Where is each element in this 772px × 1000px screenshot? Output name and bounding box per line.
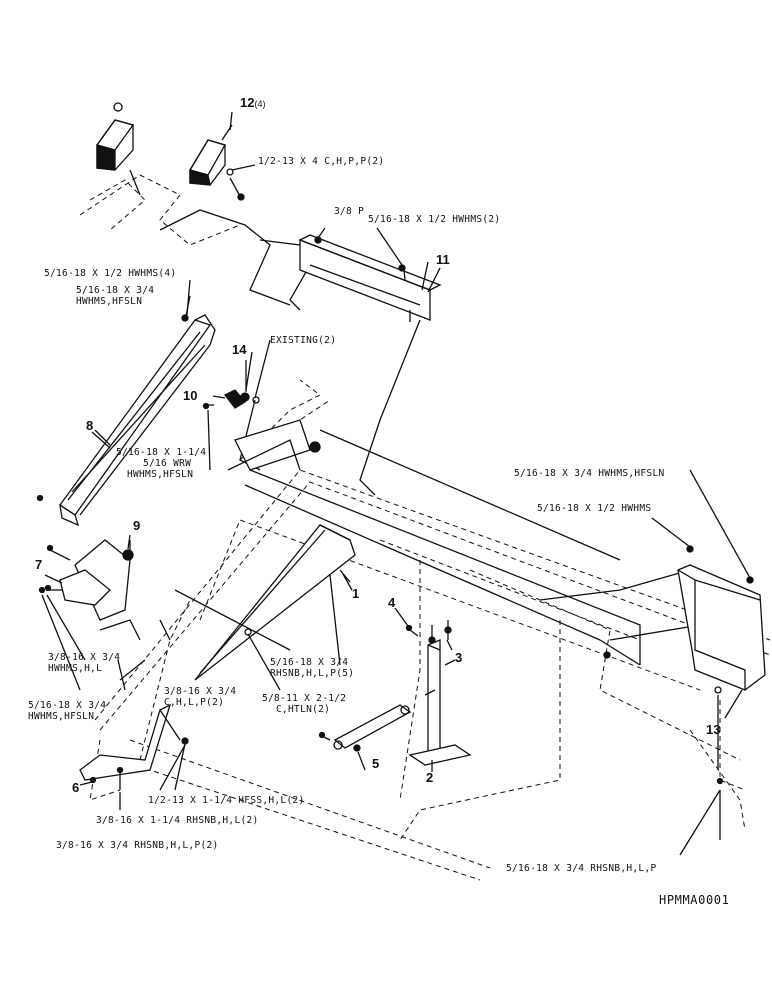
- label-h-13-c: 5/16-18 X 3/4 RHSNB,H,L,P: [506, 863, 657, 874]
- label-h-8-mid-1: 5/16-18 X 1-1/4: [116, 447, 207, 458]
- part-2-stand: [408, 620, 472, 766]
- label-h-5-2: C,HTLN(2): [276, 704, 331, 715]
- callout-10: 10: [183, 388, 198, 403]
- callout-6: 6: [72, 780, 80, 795]
- label-h-7-b1: 5/16-18 X 3/4: [28, 700, 107, 711]
- callout-3: 3: [455, 650, 463, 665]
- callout-8: 8: [86, 418, 94, 433]
- callout-7: 7: [35, 557, 43, 572]
- part-11-cover: [298, 234, 442, 496]
- label-h-8-mid-3: HWHMS,HFSLN: [127, 469, 194, 480]
- parts-10-14: [202, 360, 321, 471]
- callout-1: 1: [352, 586, 360, 601]
- part-12-blocks: [79, 102, 245, 246]
- callout-9: 9: [133, 518, 141, 533]
- label-h-7-a1: 3/8-16 X 3/4: [48, 652, 121, 663]
- callout-2: 2: [426, 770, 434, 785]
- callout-11: 11: [436, 252, 450, 267]
- label-h-11-nut: 3/8 P: [334, 206, 365, 217]
- label-h-8-top-b1: 5/16-18 X 3/4: [76, 285, 155, 296]
- label-h-6-a: 1/2-13 X 1-1/4 HFSS,H,L(2): [148, 795, 305, 806]
- label-h-8-top-b2: HWHMS,HFSLN: [76, 296, 143, 307]
- label-h-6-c: 3/8-16 X 3/4 RHSNB,H,L,P(2): [56, 840, 219, 851]
- part-13-guard: [677, 545, 766, 840]
- part-7-9-brackets: [38, 539, 171, 641]
- label-h-existing: EXISTING(2): [270, 335, 337, 346]
- label-h-6-b: 3/8-16 X 1-1/4 RHSNB,H,L(2): [96, 815, 259, 826]
- label-h-13-a: 5/16-18 X 3/4 HWHMS,HFSLN: [514, 468, 665, 479]
- label-h-1-1: 5/16-18 X 3/4: [270, 657, 349, 668]
- leader-lines: [41, 111, 751, 856]
- label-h-13-b: 5/16-18 X 1/2 HWHMS: [537, 503, 652, 514]
- callout-13: 13: [706, 722, 721, 737]
- callout-12-number: 12: [240, 95, 255, 110]
- callout-4: 4: [388, 595, 396, 610]
- label-h-11-screw: 5/16-18 X 1/2 HWHMS(2): [368, 214, 501, 225]
- part-8-angle: [36, 295, 216, 527]
- label-h-8-top-a: 5/16-18 X 1/2 HWHMS(4): [44, 268, 177, 279]
- label-h-7-a2: HWHMS,H,L: [48, 663, 103, 674]
- part-5-link: [318, 624, 419, 752]
- label-h-1-2: RHSNB,H,L,P(5): [270, 668, 355, 679]
- label-h-8-mid-2: 5/16 WRW: [143, 458, 192, 469]
- label-h-mid-2: C,H,L,P(2): [164, 697, 225, 708]
- callout-12: 12(4): [240, 95, 265, 110]
- part-1-shield: [174, 524, 356, 681]
- drawing-code: HPMMA0001: [659, 893, 730, 907]
- label-h-7-b2: HWHMS,HFSLN: [28, 711, 95, 722]
- part-6-plate: [79, 703, 189, 791]
- callout-14: 14: [232, 342, 247, 357]
- callout-12-quantity: (4): [254, 99, 266, 109]
- label-h-12-bolt: 1/2-13 X 4 C,H,P,P(2): [258, 156, 385, 167]
- label-h-5-1: 5/8-11 X 2-1/2: [262, 693, 347, 704]
- label-h-mid-1: 3/8-16 X 3/4: [164, 686, 237, 697]
- break-lines: [159, 209, 311, 311]
- callout-5: 5: [372, 756, 380, 771]
